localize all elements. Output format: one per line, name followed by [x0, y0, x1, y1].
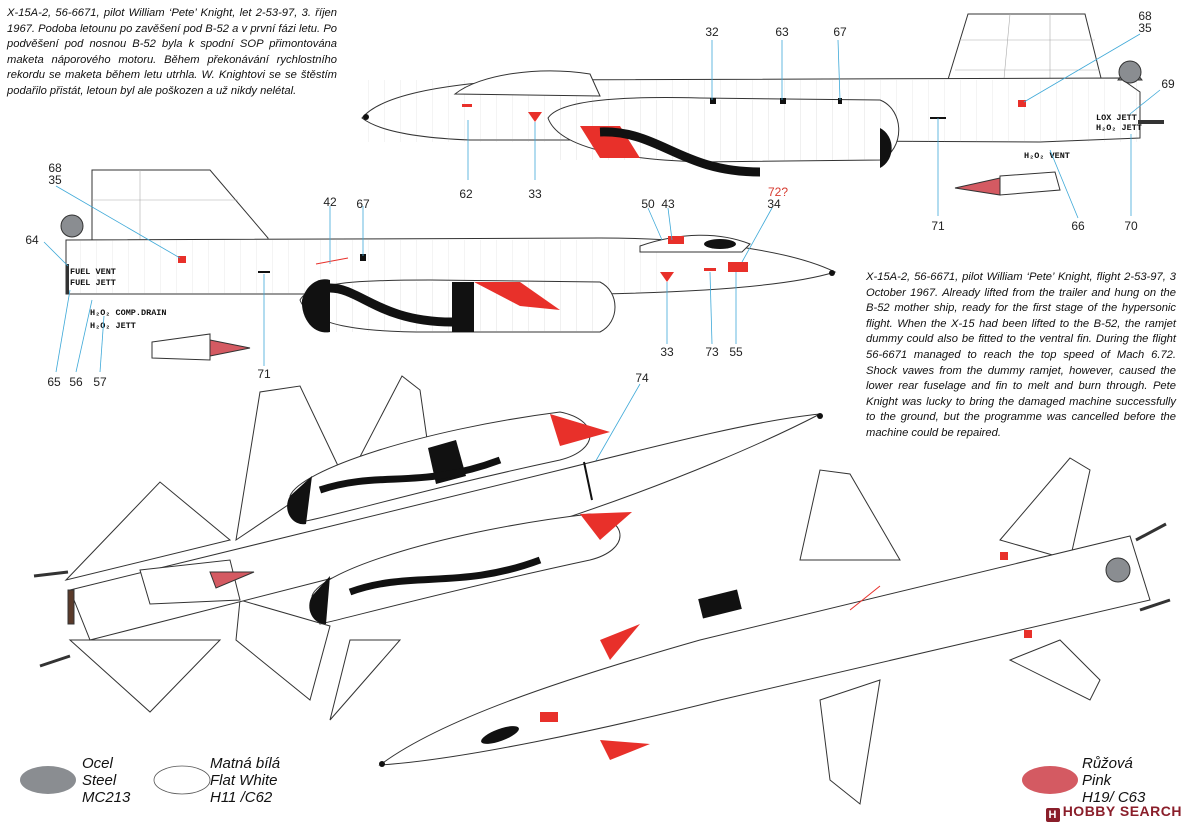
callout-67: 67 [833, 25, 847, 39]
callout-68-mid: 68 [48, 161, 62, 175]
legend-white-code: H11 /C62 [210, 789, 273, 806]
english-description: X-15A-2, 56-6671, pilot William ‘Pete’ K… [866, 271, 1176, 439]
callout-32: 32 [705, 25, 719, 39]
callout-42: 42 [323, 195, 337, 209]
callout-70: 70 [1124, 219, 1138, 233]
callout-66: 66 [1071, 219, 1085, 233]
swatch-flat-white [153, 765, 211, 795]
stencil-h2o2-jett-top: H₂O₂ JETT [1096, 123, 1142, 133]
stencil-h2o2-jett-mid: H₂O₂ JETT [90, 321, 136, 331]
legend-steel-en: Steel [82, 772, 117, 789]
plan-view-bottom [378, 457, 1171, 805]
legend-steel-code: MC213 [82, 789, 131, 806]
leader-lines [43, 33, 1161, 479]
legend-flat-white: Matná bílá Flat White H11 /C62 [210, 755, 280, 806]
callout-35-mid: 35 [48, 173, 62, 187]
callout-35: 35 [1138, 21, 1152, 35]
callout-33-mid: 33 [660, 345, 674, 359]
hobby-search-logo-icon: H [1045, 808, 1060, 822]
callout-69: 69 [1161, 77, 1175, 91]
swatch-pink [1022, 766, 1078, 794]
side-view-right: LOX JETT H₂O₂ JETT H₂O₂ VENT [361, 13, 1164, 196]
plan-view-top [33, 375, 823, 721]
hobby-search-text: HOBBY SEARCH [1062, 803, 1182, 819]
callout-67-mid: 67 [356, 197, 370, 211]
callout-62: 62 [459, 187, 473, 201]
swatch-steel [20, 766, 76, 794]
callout-55: 55 [729, 345, 743, 359]
callout-34: 34 [767, 197, 781, 211]
callout-43: 43 [661, 197, 675, 211]
callout-65: 65 [47, 375, 61, 389]
legend-steel: Ocel Steel MC213 [82, 755, 130, 806]
callout-72q: 72? [768, 185, 788, 199]
side-view-left: FUEL VENT FUEL JETT H₂O₂ COMP.DRAIN H₂O₂… [60, 169, 837, 361]
legend-pink: Růžová Pink H19/ C63 [1082, 755, 1145, 806]
legend-pink-en: Pink [1082, 772, 1112, 789]
callout-63: 63 [775, 25, 789, 39]
stencil-fuel-vent: FUEL VENT [70, 267, 116, 277]
stencil-h2o2-comp-drain: H₂O₂ COMP.DRAIN [90, 308, 167, 318]
callout-57: 57 [93, 375, 107, 389]
stencil-h2o2-vent: H₂O₂ VENT [1024, 151, 1070, 161]
legend-pink-code: H19/ C63 [1082, 789, 1146, 806]
callout-71-mid: 71 [257, 367, 271, 381]
callout-50: 50 [641, 197, 655, 211]
stencil-lox-jett: LOX JETT [1096, 113, 1137, 123]
legend-steel-cz: Ocel [82, 755, 113, 772]
legend-white-en: Flat White [210, 772, 278, 789]
callout-33-top: 33 [528, 187, 542, 201]
legend-pink-cz: Růžová [1082, 755, 1133, 772]
callouts: 32 63 67 68 35 69 62 33 71 66 70 68 35 6… [25, 9, 1175, 389]
legend-white-cz: Matná bílá [210, 755, 281, 772]
callout-68: 68 [1138, 9, 1152, 23]
callout-56: 56 [69, 375, 83, 389]
callout-64: 64 [25, 233, 39, 247]
stencil-fuel-jett: FUEL JETT [70, 278, 116, 288]
legend-swatches [20, 765, 1078, 795]
callout-74: 74 [635, 371, 649, 385]
callout-73: 73 [705, 345, 719, 359]
callout-71-top: 71 [931, 219, 945, 233]
czech-description: X-15A-2, 56-6671, pilot William ‘Pete’ K… [7, 7, 337, 97]
